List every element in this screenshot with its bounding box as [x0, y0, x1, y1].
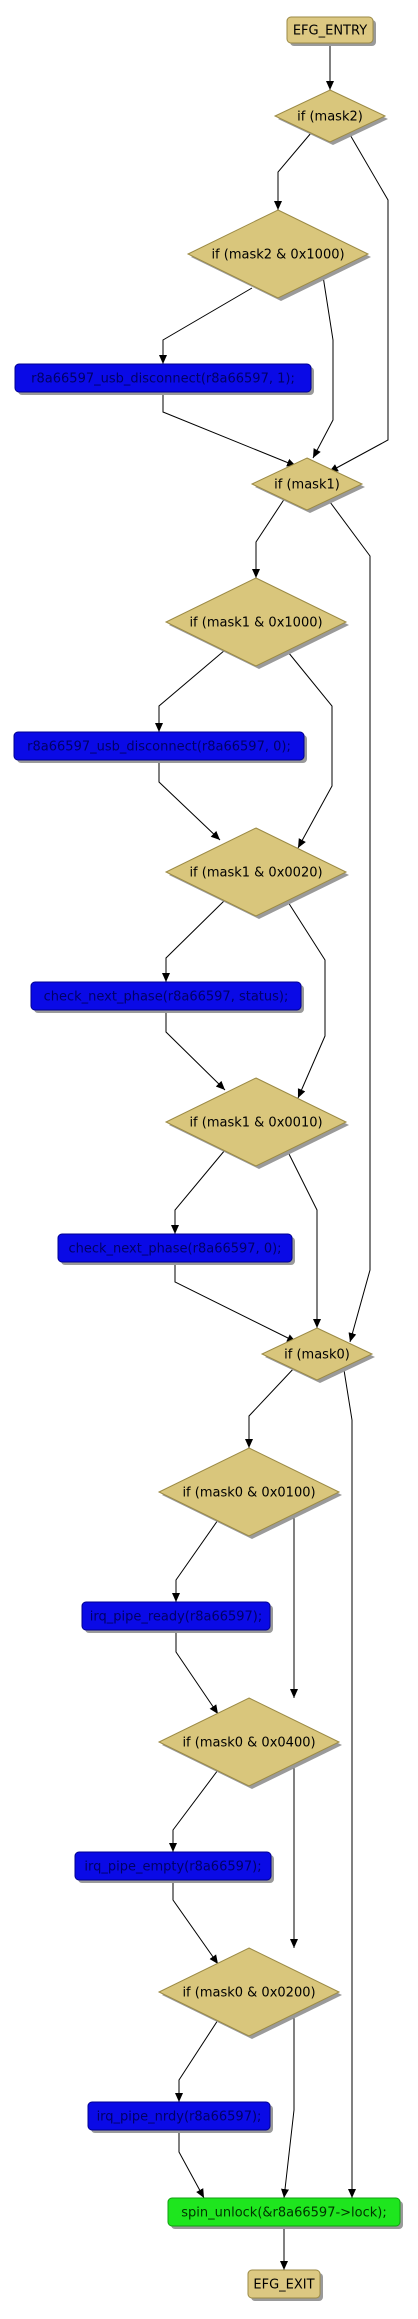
node-label: if (mask1 & 0x0020) [189, 866, 322, 881]
node-label: irq_pipe_ready(r8a66597); [90, 1610, 263, 1625]
edge-d_mask0-to-d_m0_0100 [245, 1365, 297, 1448]
edge-d_mask1-to-d_m1_1000 [252, 497, 286, 578]
node-label: irq_pipe_empty(r8a66597); [84, 1860, 261, 1875]
edge-d_m0_0100-to-a_ready [172, 1519, 219, 1602]
node-d-m0-0200: if (mask0 & 0x0200) [157, 1947, 342, 2039]
edge-a_disc1-to-d_mask1 [162, 392, 297, 467]
edge-d_m1_0010-to-a_chk_next2 [171, 1149, 226, 1234]
node-exit: EFG_EXIT [247, 2269, 323, 2301]
edge-d_m1_1000-to-a_disc0 [155, 649, 226, 732]
node-label: if (mask0 & 0x0400) [182, 1736, 315, 1751]
decision-diamond [273, 89, 387, 143]
node-d-mask0: if (mask0) [260, 1327, 375, 1383]
node-unlock: spin_unlock(&r8a66597->lock); [167, 2197, 403, 2229]
decision-diamond [164, 577, 348, 667]
action-box [13, 731, 305, 761]
edge-d_m2_1000-to-a_disc1 [159, 287, 253, 364]
node-label: r8a66597_usb_disconnect(r8a66597, 1); [31, 372, 295, 387]
node-a-nrdy: irq_pipe_nrdy(r8a66597); [87, 2101, 273, 2133]
node-label: r8a66597_usb_disconnect(r8a66597, 0); [27, 740, 291, 755]
action-box [14, 363, 312, 393]
edge-d_mask1-to-d_mask0 [326, 497, 371, 1343]
action-box [87, 2101, 271, 2131]
action-box [74, 1851, 272, 1881]
node-label: if (mask0) [284, 1348, 350, 1363]
action-box [30, 981, 302, 1011]
action-box [81, 1601, 271, 1631]
node-a-chk-next: check_next_phase(r8a66597, status); [30, 981, 304, 1013]
edge-a_disc0-to-d_m1_0020 [158, 760, 221, 841]
node-d-m1-1000: if (mask1 & 0x1000) [164, 577, 349, 669]
edge-d_m1_1000-to-d_m1_0020 [287, 651, 333, 849]
decision-diamond [164, 1077, 348, 1167]
edge-d_m1_0010-to-d_mask0 [287, 1151, 321, 1328]
node-d-m0-0400: if (mask0 & 0x0400) [157, 1697, 342, 1789]
final-box [167, 2197, 401, 2227]
decision-diamond [260, 1327, 374, 1381]
edge-d_m0_0400-to-a_empty [169, 1769, 219, 1852]
node-label: spin_unlock(&r8a66597->lock); [181, 2206, 387, 2221]
node-d-m0-0100: if (mask0 & 0x0100) [157, 1447, 342, 1539]
node-d-mask2: if (mask2) [273, 89, 388, 145]
node-label: if (mask1 & 0x0010) [189, 1116, 322, 1131]
edge-a_chk_next-to-d_m1_0010 [165, 1010, 226, 1091]
node-label: if (mask1 & 0x1000) [189, 616, 322, 631]
node-a-chk-next2: check_next_phase(r8a66597, 0); [57, 1233, 295, 1265]
decision-diamond [157, 1697, 341, 1787]
edge-a_empty-to-d_m0_0200 [172, 1880, 219, 1965]
node-label: EFG_ENTRY [293, 24, 367, 39]
edge-a_ready-to-d_m0_0400 [175, 1630, 219, 1715]
edge-a_chk_next2-to-d_mask0 [174, 1262, 297, 1343]
node-a-disc1: r8a66597_usb_disconnect(r8a66597, 1); [14, 363, 314, 395]
edge-d_m0_0200-to-a_nrdy [175, 2019, 219, 2102]
decision-diamond [164, 827, 348, 917]
node-label: if (mask2 & 0x1000) [211, 248, 344, 263]
node-label: if (mask0 & 0x0200) [182, 1986, 315, 2001]
decision-diamond [186, 209, 370, 299]
node-label: if (mask2) [297, 110, 363, 125]
node-d-m2-1000: if (mask2 & 0x1000) [186, 209, 371, 301]
terminal-box [286, 16, 374, 44]
node-d-m1-0020: if (mask1 & 0x0020) [164, 827, 349, 919]
node-label: if (mask1) [274, 478, 340, 493]
edge-d_mask2-to-d_mask1 [328, 132, 389, 473]
edge-d_m1_0020-to-d_m1_0010 [287, 901, 326, 1099]
node-label: irq_pipe_nrdy(r8a66597); [97, 2110, 262, 2125]
node-a-disc0: r8a66597_usb_disconnect(r8a66597, 0); [13, 731, 307, 763]
node-label: check_next_phase(r8a66597, 0); [68, 1242, 281, 1257]
edge-d_mask2-to-d_m2_1000 [274, 132, 312, 210]
decision-diamond [157, 1947, 341, 2037]
edge-d_mask0-to-unlock [343, 1369, 356, 2198]
decision-diamond [157, 1447, 341, 1537]
node-d-m1-0010: if (mask1 & 0x0010) [164, 1077, 349, 1169]
edge-d_m0_0200-to-unlock [281, 2014, 295, 2199]
node-d-mask1: if (mask1) [250, 457, 365, 513]
terminal-box [247, 2269, 321, 2299]
edge-d_m2_1000-to-d_mask1 [312, 275, 334, 459]
action-box [57, 1233, 293, 1263]
edge-d_m1_0020-to-a_chk_next [162, 899, 226, 982]
decision-diamond [250, 457, 364, 511]
edges-layer [155, 43, 389, 2270]
edge-a_nrdy-to-unlock [178, 2130, 205, 2199]
node-a-ready: irq_pipe_ready(r8a66597); [81, 1601, 273, 1633]
node-a-empty: irq_pipe_empty(r8a66597); [74, 1851, 274, 1883]
node-label: if (mask0 & 0x0100) [182, 1486, 315, 1501]
node-entry: EFG_ENTRY [286, 16, 376, 46]
node-label: check_next_phase(r8a66597, status); [44, 990, 289, 1005]
node-label: EFG_EXIT [253, 2278, 314, 2293]
